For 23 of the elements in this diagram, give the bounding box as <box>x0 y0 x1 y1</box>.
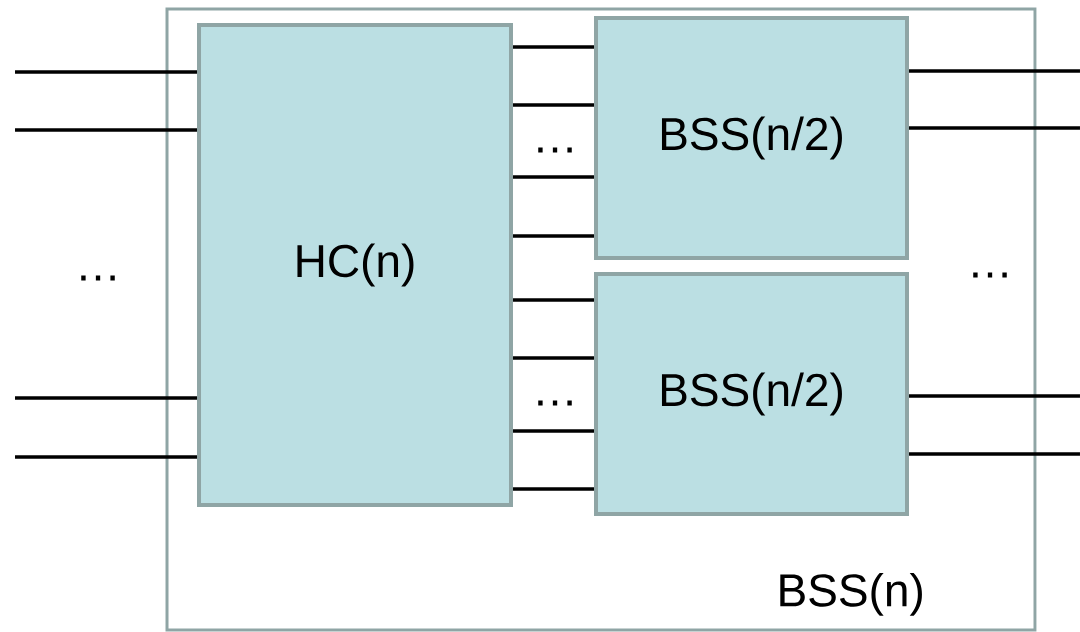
connector-line <box>513 298 594 302</box>
connector-line <box>513 429 594 433</box>
ellipsis-label: … <box>81 275 115 281</box>
connector-line <box>909 394 1080 398</box>
connector-line <box>513 234 594 238</box>
connector-line <box>15 128 197 132</box>
ellipsis-label: … <box>538 400 572 406</box>
connector-line <box>513 175 594 179</box>
connector-line <box>513 45 594 49</box>
connector-line <box>15 70 197 74</box>
connector-line <box>909 452 1080 456</box>
block-box: BSS(n/2) <box>594 16 909 260</box>
connector-line <box>513 487 594 491</box>
ellipsis-label: … <box>973 272 1007 278</box>
connector-line <box>15 455 197 459</box>
ellipsis-label: … <box>538 147 572 153</box>
block-box: BSS(n/2) <box>594 272 909 516</box>
connector-line <box>909 126 1080 130</box>
connector-line <box>909 69 1080 73</box>
connector-line <box>513 356 594 360</box>
connector-line <box>513 103 594 107</box>
connector-line <box>15 396 197 400</box>
block-box: HC(n) <box>197 23 513 507</box>
